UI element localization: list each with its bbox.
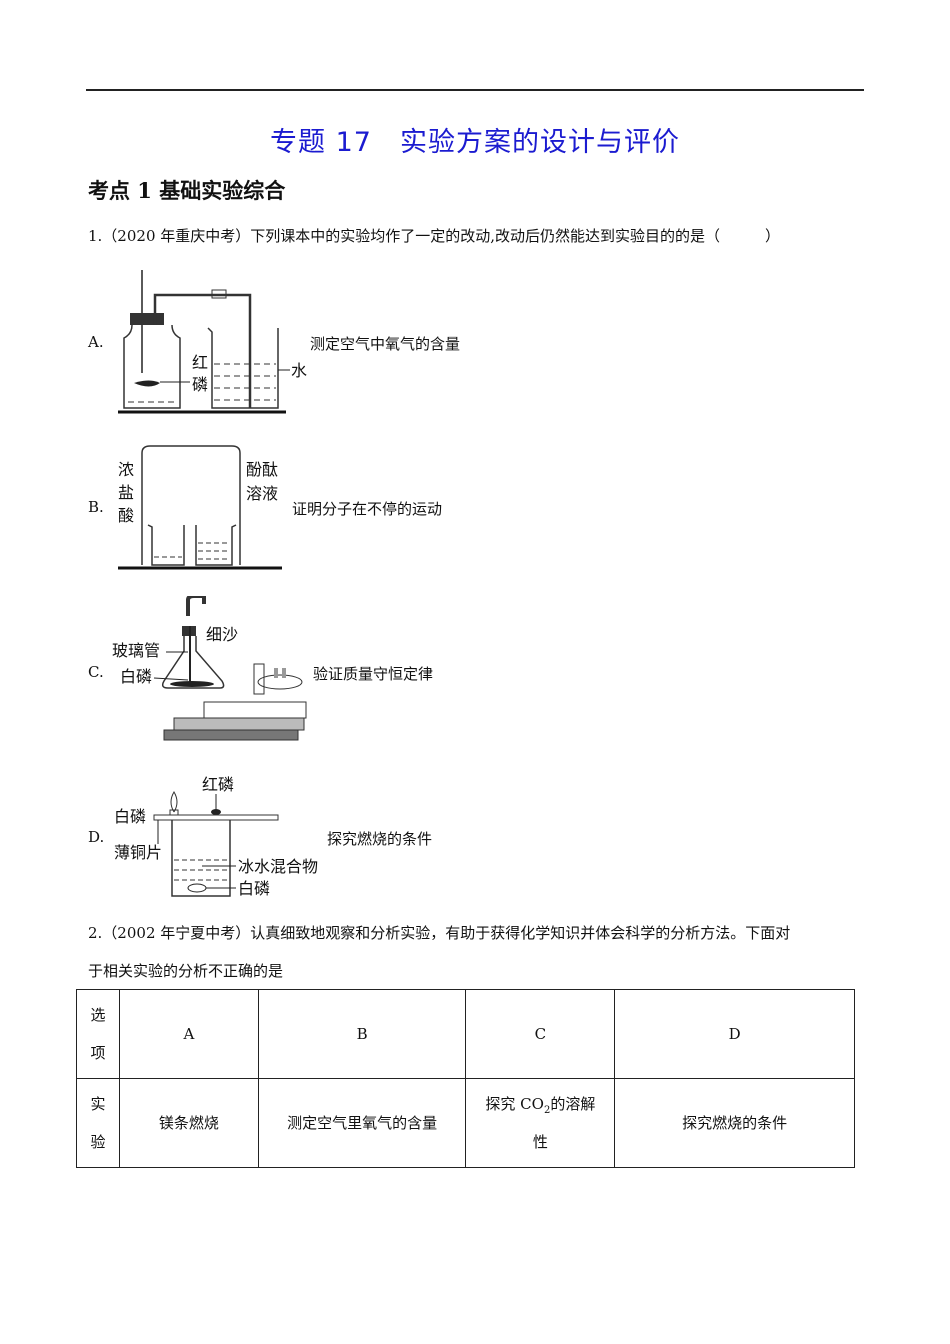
- svg-text:酚酞: 酚酞: [246, 460, 278, 479]
- cell-experiment-a: 镁条燃烧: [118, 1078, 259, 1168]
- option-b-caption: 证明分子在不停的运动: [292, 500, 443, 518]
- svg-text:冰水混合物: 冰水混合物: [238, 857, 318, 876]
- question-2-stem-line2: 于相关实验的分析不正确的是: [88, 962, 284, 980]
- table-row-options: 选项 A B C D: [76, 989, 855, 1079]
- svg-text:盐: 盐: [118, 483, 134, 502]
- svg-text:白磷: 白磷: [114, 807, 146, 826]
- cell-option-d: D: [614, 989, 855, 1079]
- diagram-b-molecule-motion: 浓 盐 酸 酚酞 溶液: [118, 445, 282, 570]
- svg-text:溶液: 溶液: [246, 484, 278, 503]
- svg-text:白磷: 白磷: [120, 667, 152, 686]
- question-2-table: 选项 A B C D 实验 镁条燃烧 测定空气里氧气的含量 探究 CO2的溶解性…: [76, 989, 855, 1168]
- question-2-stem-line1: 2.（2002 年宁夏中考）认真细致地观察和分析实验，有助于获得化学知识并体会科…: [88, 924, 791, 942]
- svg-text:红: 红: [192, 353, 208, 372]
- header-rule: [86, 89, 864, 91]
- option-c-label: C.: [88, 663, 104, 681]
- cell-option-c: C: [465, 989, 616, 1079]
- cell-option-a: A: [118, 989, 259, 1079]
- option-a-caption: 测定空气中氧气的含量: [310, 335, 461, 353]
- svg-text:白磷: 白磷: [238, 879, 270, 898]
- table-row-experiments: 实验 镁条燃烧 测定空气里氧气的含量 探究 CO2的溶解性 探究燃烧的条件: [76, 1078, 855, 1168]
- option-c-caption: 验证质量守恒定律: [313, 665, 434, 683]
- svg-text:薄铜片: 薄铜片: [114, 843, 162, 862]
- svg-text:酸: 酸: [118, 506, 134, 525]
- page-title: 专题 17 实验方案的设计与评价: [270, 127, 680, 158]
- cell-experiment-c: 探究 CO2的溶解性: [465, 1078, 616, 1168]
- svg-text:磷: 磷: [192, 375, 208, 394]
- option-d-caption: 探究燃烧的条件: [327, 830, 433, 848]
- section-heading: 考点 1 基础实验综合: [88, 178, 286, 203]
- svg-text:玻璃管: 玻璃管: [112, 641, 160, 660]
- option-b-label: B.: [88, 498, 104, 516]
- svg-text:浓: 浓: [118, 460, 134, 479]
- option-a-label: A.: [88, 333, 104, 351]
- diagram-c-balance: 细沙 玻璃管 白磷: [112, 596, 307, 741]
- row-header-options: 选项: [76, 989, 120, 1079]
- cell-experiment-b: 测定空气里氧气的含量: [257, 1078, 467, 1168]
- diagram-a-oxygen-apparatus: 红 磷 水: [118, 270, 307, 414]
- question-1-stem: 1.（2020 年重庆中考）下列课本中的实验均作了一定的改动,改动后仍然能达到实…: [88, 227, 781, 245]
- row-header-experiments: 实验: [76, 1078, 120, 1168]
- svg-text:红磷: 红磷: [202, 775, 234, 794]
- cell-option-b: B: [257, 989, 467, 1079]
- svg-text:水: 水: [291, 361, 307, 380]
- svg-text:细沙: 细沙: [206, 625, 238, 644]
- cell-experiment-d: 探究燃烧的条件: [614, 1078, 855, 1168]
- option-d-label: D.: [88, 828, 105, 846]
- diagram-d-combustion: 红磷 白磷 薄铜片 冰水混合物 白磷: [114, 775, 318, 898]
